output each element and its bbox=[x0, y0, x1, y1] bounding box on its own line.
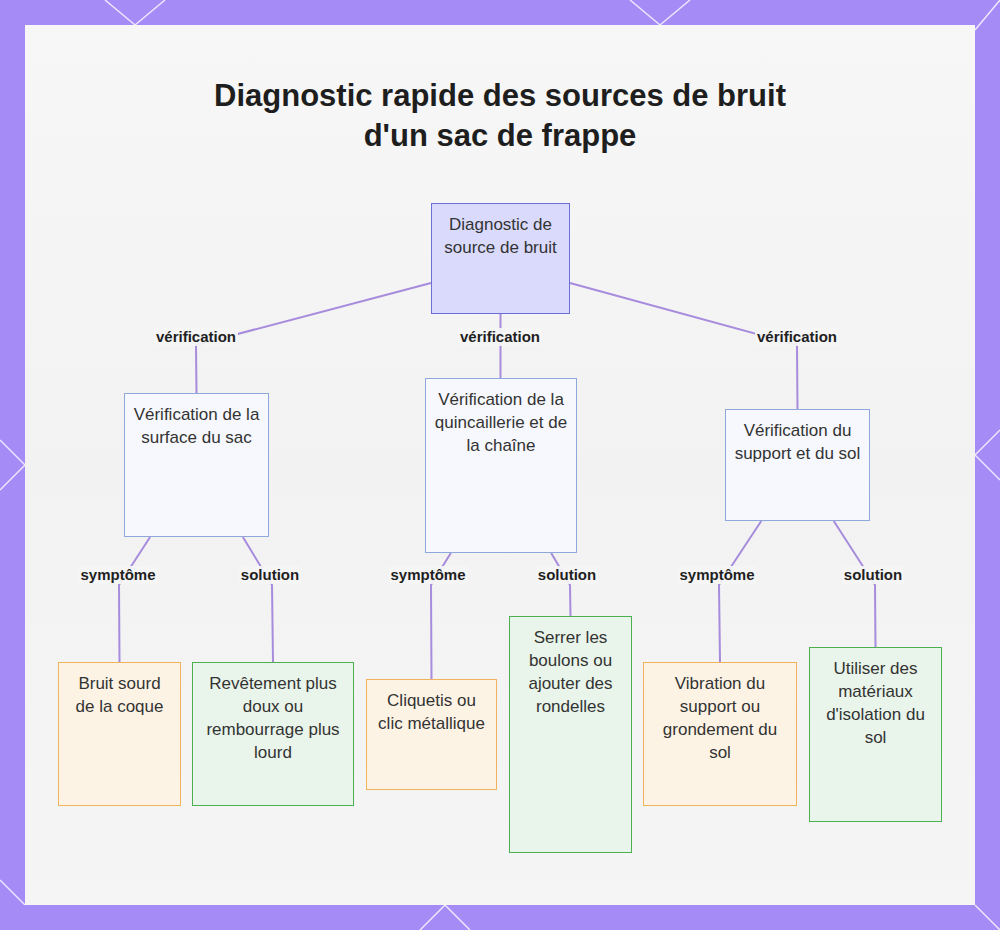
connector-line bbox=[500, 314, 502, 378]
solution-box: Utiliser des matériaux d'isolation du so… bbox=[809, 647, 942, 822]
edge-label: vérification bbox=[154, 328, 238, 346]
check-box: Vérification de la quincaillerie et de l… bbox=[425, 378, 577, 553]
node-text: Vérification du support et du sol bbox=[734, 419, 861, 465]
symptom-box: Vibration du support ou grondement du so… bbox=[643, 662, 797, 806]
edge-label: solution bbox=[536, 566, 598, 584]
node-text: Vérification de la surface du sac bbox=[133, 403, 260, 449]
root-box: Diagnostic de source de bruit bbox=[431, 203, 570, 314]
check-box: Vérification de la surface du sac bbox=[124, 393, 269, 537]
edge-label: symptôme bbox=[388, 566, 467, 584]
edge-label: vérification bbox=[458, 328, 542, 346]
check-box: Vérification du support et du sol bbox=[725, 409, 870, 521]
deco-line bbox=[445, 905, 470, 930]
node-text: Revêtement plus doux ou rembourrage plus… bbox=[201, 672, 345, 764]
deco-line bbox=[0, 440, 25, 465]
edge-label: solution bbox=[842, 566, 904, 584]
deco-line bbox=[975, 0, 1000, 30]
deco-line bbox=[135, 0, 165, 25]
node-text: Utiliser des matériaux d'isolation du so… bbox=[818, 657, 933, 749]
deco-line bbox=[420, 905, 445, 930]
deco-line bbox=[975, 905, 1000, 930]
edge-label: symptôme bbox=[78, 566, 157, 584]
node-text: Diagnostic de source de bruit bbox=[440, 213, 561, 259]
node-text: Vérification de la quincaillerie et de l… bbox=[434, 388, 568, 457]
deco-line bbox=[0, 465, 25, 490]
node-text: Bruit sourd de la coque bbox=[67, 672, 172, 718]
solution-box: Serrer les boulons ou ajouter des rondel… bbox=[509, 616, 632, 853]
deco-line bbox=[105, 0, 135, 25]
edge-label: symptôme bbox=[677, 566, 756, 584]
connector-line bbox=[834, 521, 876, 647]
edge-label: vérification bbox=[755, 328, 839, 346]
deco-line bbox=[630, 0, 660, 25]
node-text: Serrer les boulons ou ajouter des rondel… bbox=[518, 626, 623, 718]
node-text: Cliquetis ou clic métallique bbox=[375, 689, 488, 735]
connector-line bbox=[243, 537, 273, 662]
node-text: Vibration du support ou grondement du so… bbox=[652, 672, 788, 764]
deco-line bbox=[660, 0, 690, 25]
diagram-title: Diagnostic rapide des sources de bruit d… bbox=[190, 76, 810, 156]
deco-line bbox=[975, 455, 1000, 480]
solution-box: Revêtement plus doux ou rembourrage plus… bbox=[192, 662, 354, 806]
deco-line bbox=[0, 880, 25, 905]
symptom-box: Cliquetis ou clic métallique bbox=[366, 679, 497, 790]
edge-label: solution bbox=[239, 566, 301, 584]
connector-line bbox=[119, 537, 150, 662]
deco-line bbox=[975, 430, 1000, 455]
connector-line bbox=[551, 553, 570, 616]
connector-line bbox=[719, 521, 761, 662]
symptom-box: Bruit sourd de la coque bbox=[58, 662, 181, 806]
